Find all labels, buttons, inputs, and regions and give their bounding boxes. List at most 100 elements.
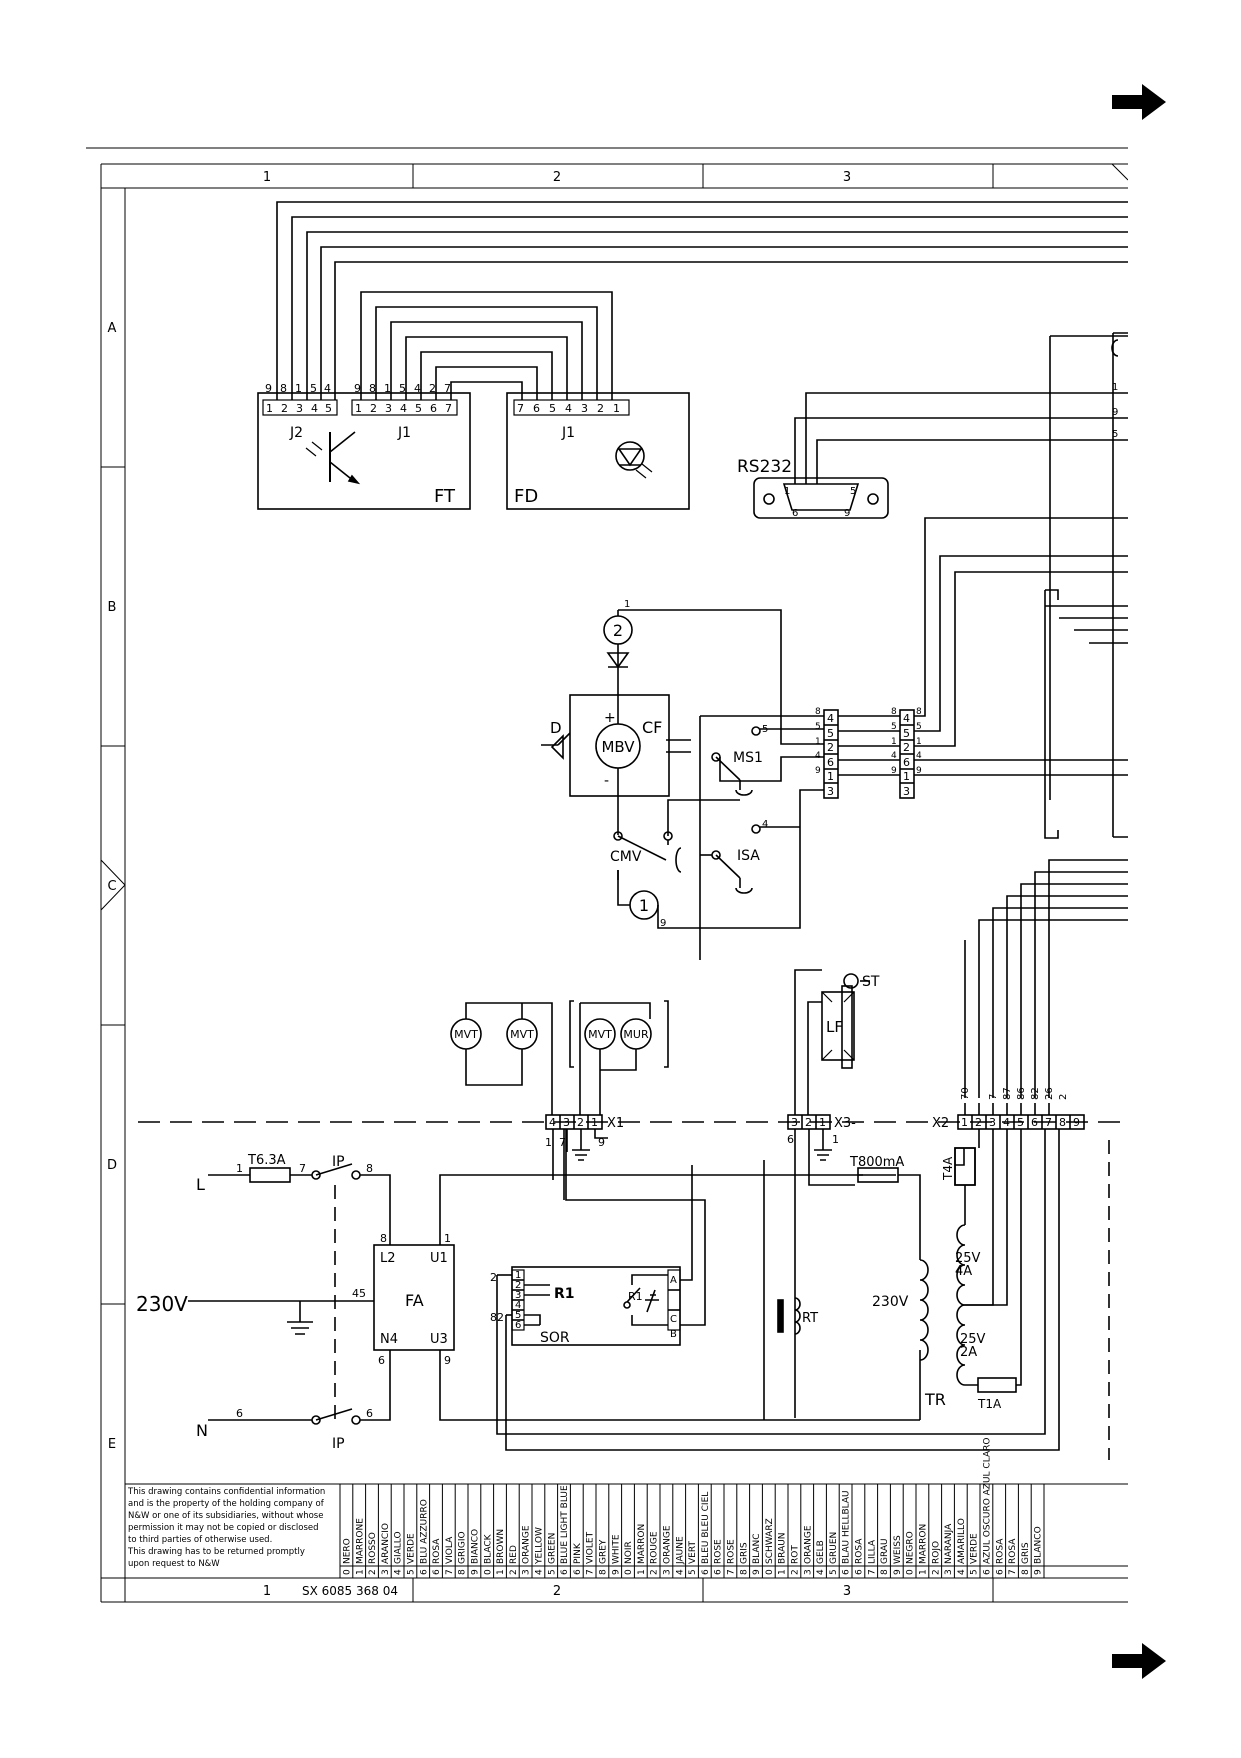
- color-code-name: BRAUN: [778, 1532, 788, 1564]
- fa-terminal: L2: [380, 1251, 396, 1266]
- color-code-number: 3: [522, 1569, 532, 1575]
- ft-wire: 5: [399, 382, 406, 395]
- rs232-pin: 1: [784, 486, 790, 497]
- connector-x3[interactable]: [787, 1114, 855, 1418]
- color-code-name: ROSA: [432, 1538, 442, 1564]
- x3-under: 6: [787, 1133, 794, 1146]
- color-code-name: GREY: [599, 1539, 609, 1564]
- confidential-notice: and is the property of the holding compa…: [128, 1499, 325, 1509]
- transformer-tr: [954, 1129, 1022, 1393]
- color-code-number: 9: [1034, 1569, 1044, 1575]
- color-code-name: ROSE: [714, 1539, 724, 1564]
- color-code-number: 8: [880, 1569, 890, 1575]
- sor-pin: 5: [515, 1310, 521, 1321]
- filter-assembly: [794, 969, 870, 1115]
- mains-voltage-label: 230V: [136, 1292, 188, 1316]
- st-label: ST: [862, 974, 880, 990]
- sor-terminal: C: [670, 1314, 677, 1325]
- x2-pin: 3: [989, 1116, 996, 1129]
- fd-pin: 3: [581, 402, 588, 415]
- wire-number: 9: [444, 1354, 451, 1367]
- color-code-number: 6: [855, 1569, 865, 1575]
- rt-sensor: [763, 1160, 801, 1420]
- ft-j2-pin: 2: [281, 402, 288, 415]
- fd-pin: 7: [517, 402, 524, 415]
- color-code-name: PINK: [573, 1542, 583, 1564]
- power-input: [188, 1163, 391, 1425]
- color-code-name: BROWN: [496, 1529, 506, 1564]
- x2-pin: 1: [961, 1116, 968, 1129]
- sor-terminal: B: [670, 1329, 677, 1340]
- block-right-pin: 2: [903, 741, 910, 754]
- x2-pin: 4: [1003, 1116, 1010, 1129]
- ft-j2-pin: 4: [311, 402, 318, 415]
- color-code-number: 7: [1008, 1569, 1018, 1575]
- block-left-pin: 1: [827, 770, 834, 783]
- x1-label: X1: [607, 1116, 624, 1131]
- color-code-number: 2: [509, 1569, 519, 1575]
- color-code-number: 2: [791, 1569, 801, 1575]
- next-page-arrow-bottom-icon[interactable]: [1112, 1643, 1166, 1679]
- wire-number: 4: [891, 751, 897, 761]
- ft-j1-label: J1: [397, 425, 411, 441]
- sor-pin: 4: [515, 1300, 521, 1311]
- wire-number: 6: [378, 1354, 385, 1367]
- color-code-name: ORANGE: [663, 1525, 673, 1564]
- color-code-columns: 0NERO1MARRONE2ROSSO3ARANCIO4GIALLO5VERDE…: [340, 1438, 1128, 1578]
- color-code-number: 4: [535, 1569, 545, 1575]
- color-code-name: BIANCO: [471, 1529, 481, 1564]
- ft-wire: 2: [429, 382, 436, 395]
- color-code-name: VIOLET: [586, 1531, 596, 1564]
- fd-j1-label: J1: [561, 425, 575, 441]
- fuse-t63a-label: T6.3A: [247, 1153, 286, 1168]
- transformer-primary-label: 230V: [872, 1294, 909, 1310]
- connector-x2[interactable]: [957, 859, 1128, 1130]
- secondary-current-label: 2A: [960, 1345, 977, 1360]
- fuse-t1a-label: T1A: [977, 1397, 1002, 1411]
- wire-number: 5: [815, 722, 821, 732]
- x2-wire: 87: [1002, 1087, 1013, 1100]
- color-code-name: NARANJA: [944, 1523, 954, 1564]
- next-page-arrow-icon[interactable]: [1112, 84, 1166, 120]
- color-code-name: ROSA: [995, 1538, 1005, 1564]
- color-code-number: 9: [893, 1569, 903, 1575]
- cmv-label: CMV: [610, 849, 642, 865]
- wire-number: 8: [891, 707, 897, 717]
- color-code-name: VIOLA: [445, 1536, 455, 1564]
- wire-number: 6: [366, 1407, 373, 1420]
- color-code-name: ROT: [791, 1545, 801, 1564]
- mvt-motor-label: MVT: [454, 1028, 478, 1041]
- wire-number: 8: [916, 707, 922, 717]
- relay-r1-label: R1: [554, 1286, 575, 1302]
- color-code-number: 4: [957, 1569, 967, 1575]
- color-code-name: ROSA: [855, 1538, 865, 1564]
- confidential-notice: upon request to N&W: [128, 1559, 220, 1569]
- wire-number: 1: [444, 1232, 451, 1245]
- ft-wire: 4: [414, 382, 421, 395]
- sor-pin: 3: [515, 1290, 521, 1301]
- color-code-number: 3: [663, 1569, 673, 1575]
- color-code-number: 8: [599, 1569, 609, 1575]
- x1-pin: 2: [577, 1116, 584, 1129]
- row-label-c: C: [107, 879, 116, 894]
- fd-label: FD: [514, 486, 538, 507]
- row-label-a: A: [108, 321, 117, 336]
- column-label-3: 3: [843, 170, 851, 185]
- color-code-name: ROSE: [727, 1539, 737, 1564]
- color-code-name: BLEU BLEU CIEL: [701, 1492, 711, 1564]
- color-code-name: BLAU HELLBLAU: [842, 1490, 852, 1564]
- color-code-number: 7: [445, 1569, 455, 1575]
- ft-wire: 8: [369, 382, 376, 395]
- color-code-number: 7: [586, 1569, 596, 1575]
- fa-terminal: U3: [430, 1332, 448, 1347]
- color-code-number: 1: [355, 1569, 365, 1575]
- ft-wire: 8: [280, 382, 287, 395]
- capacitor-cf-label: CF: [642, 718, 662, 737]
- wire-number: 5: [891, 722, 897, 732]
- block-left-pin: 6: [827, 756, 834, 769]
- ft-wire: 9: [354, 382, 361, 395]
- confidential-notice: This drawing has to be returned promptly: [127, 1547, 305, 1557]
- secondary-voltage-label: 25V: [960, 1332, 986, 1347]
- secondary-current-label: 4A: [955, 1264, 972, 1279]
- connector-x1[interactable]: [545, 1114, 608, 1180]
